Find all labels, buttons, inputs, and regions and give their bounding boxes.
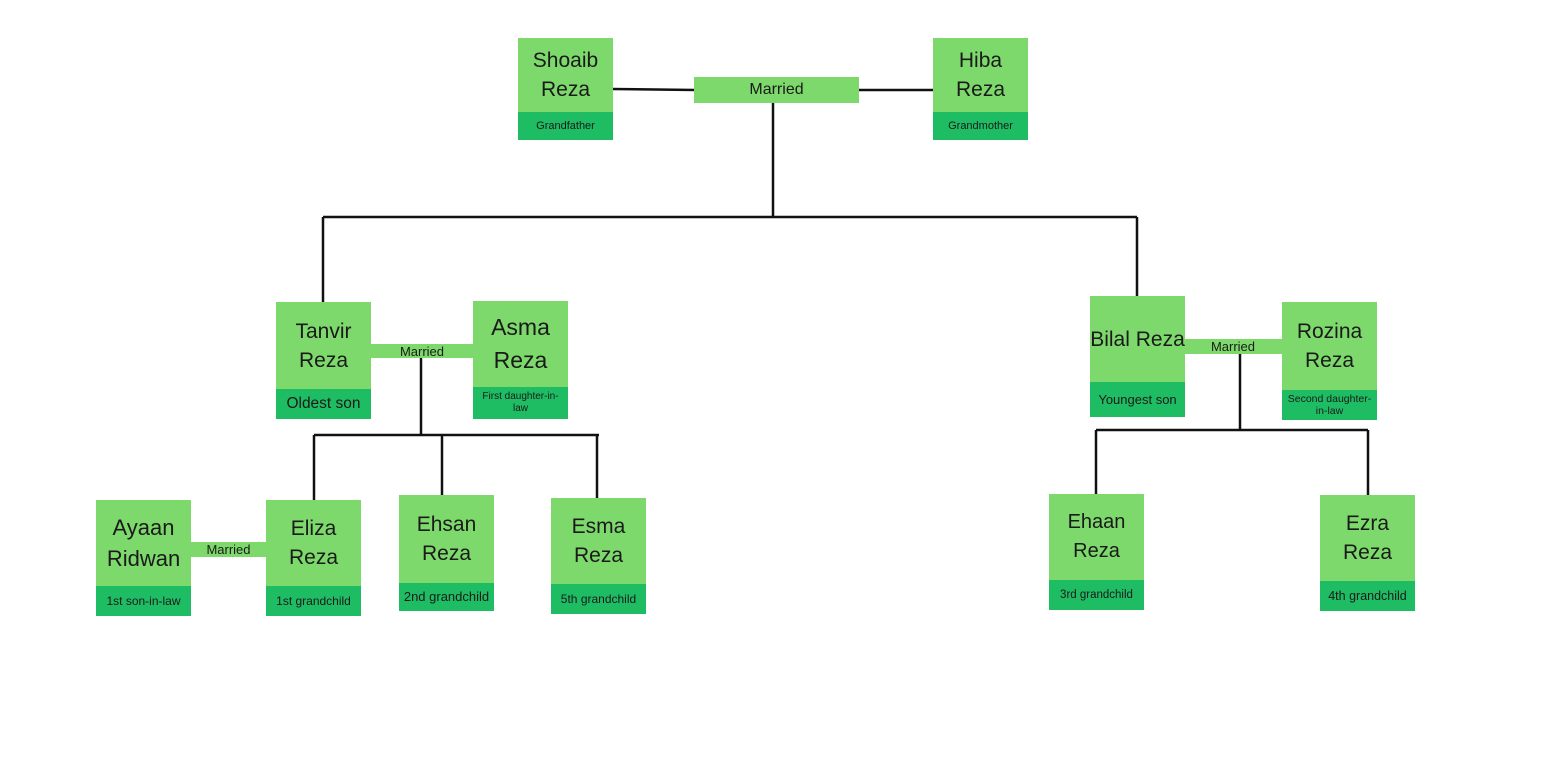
person-role: Second daughter-in-law: [1282, 390, 1377, 420]
person-name: Shoaib Reza: [532, 49, 599, 101]
person-role: 4th grandchild: [1320, 581, 1415, 611]
person-ayaan-ridwan: Ayaan Ridwan 1st son-in-law: [96, 500, 191, 616]
person-rozina-reza: Rozina Reza Second daughter-in-law: [1282, 302, 1377, 420]
person-esma-reza: Esma Reza 5th grandchild: [551, 498, 646, 614]
married-label-ayaan-eliza: Married: [190, 542, 267, 557]
person-role: Youngest son: [1090, 382, 1185, 417]
person-role: Oldest son: [276, 389, 371, 419]
person-tanvir-reza: Tanvir Reza Oldest son: [276, 302, 371, 419]
person-name: Ayaan Ridwan: [106, 515, 181, 571]
person-role: Grandfather: [518, 112, 613, 140]
person-ezra-reza: Ezra Reza 4th grandchild: [1320, 495, 1415, 611]
person-role: 5th grandchild: [551, 584, 646, 614]
person-role: 1st son-in-law: [96, 586, 191, 616]
person-hiba-reza: Hiba Reza Grandmother: [933, 38, 1028, 140]
person-ehsan-reza: Ehsan Reza 2nd grandchild: [399, 495, 494, 611]
person-name: Eliza Reza: [288, 517, 339, 569]
person-role: Grandmother: [933, 112, 1028, 140]
person-bilal-reza: Bilal Reza Youngest son: [1090, 296, 1185, 417]
person-name: Bilal Reza: [1090, 327, 1185, 351]
person-shoaib-reza: Shoaib Reza Grandfather: [518, 38, 613, 140]
person-eliza-reza: Eliza Reza 1st grandchild: [266, 500, 361, 616]
person-name: Ezra Reza: [1342, 512, 1393, 564]
person-name: Tanvir Reza: [295, 319, 352, 372]
person-name: Esma Reza: [571, 515, 626, 567]
person-name: Ehaan Reza: [1067, 511, 1126, 562]
married-label-grandparents: Married: [694, 77, 859, 103]
person-name: Asma Reza: [491, 314, 550, 373]
person-name: Ehsan Reza: [416, 513, 477, 565]
person-role: 2nd grandchild: [399, 583, 494, 611]
married-label-tanvir-asma: Married: [370, 344, 474, 359]
person-asma-reza: Asma Reza First daughter-in-law: [473, 301, 568, 419]
marriage-line-grandparents-left: [611, 87, 696, 92]
person-name: Rozina Reza: [1296, 320, 1363, 372]
person-name: Hiba Reza: [955, 49, 1006, 101]
person-ehaan-reza: Ehaan Reza 3rd grandchild: [1049, 494, 1144, 610]
person-role: 1st grandchild: [266, 586, 361, 616]
married-label-bilal-rozina: Married: [1184, 339, 1282, 354]
person-role: 3rd grandchild: [1049, 580, 1144, 610]
person-role: First daughter-in-law: [473, 387, 568, 419]
